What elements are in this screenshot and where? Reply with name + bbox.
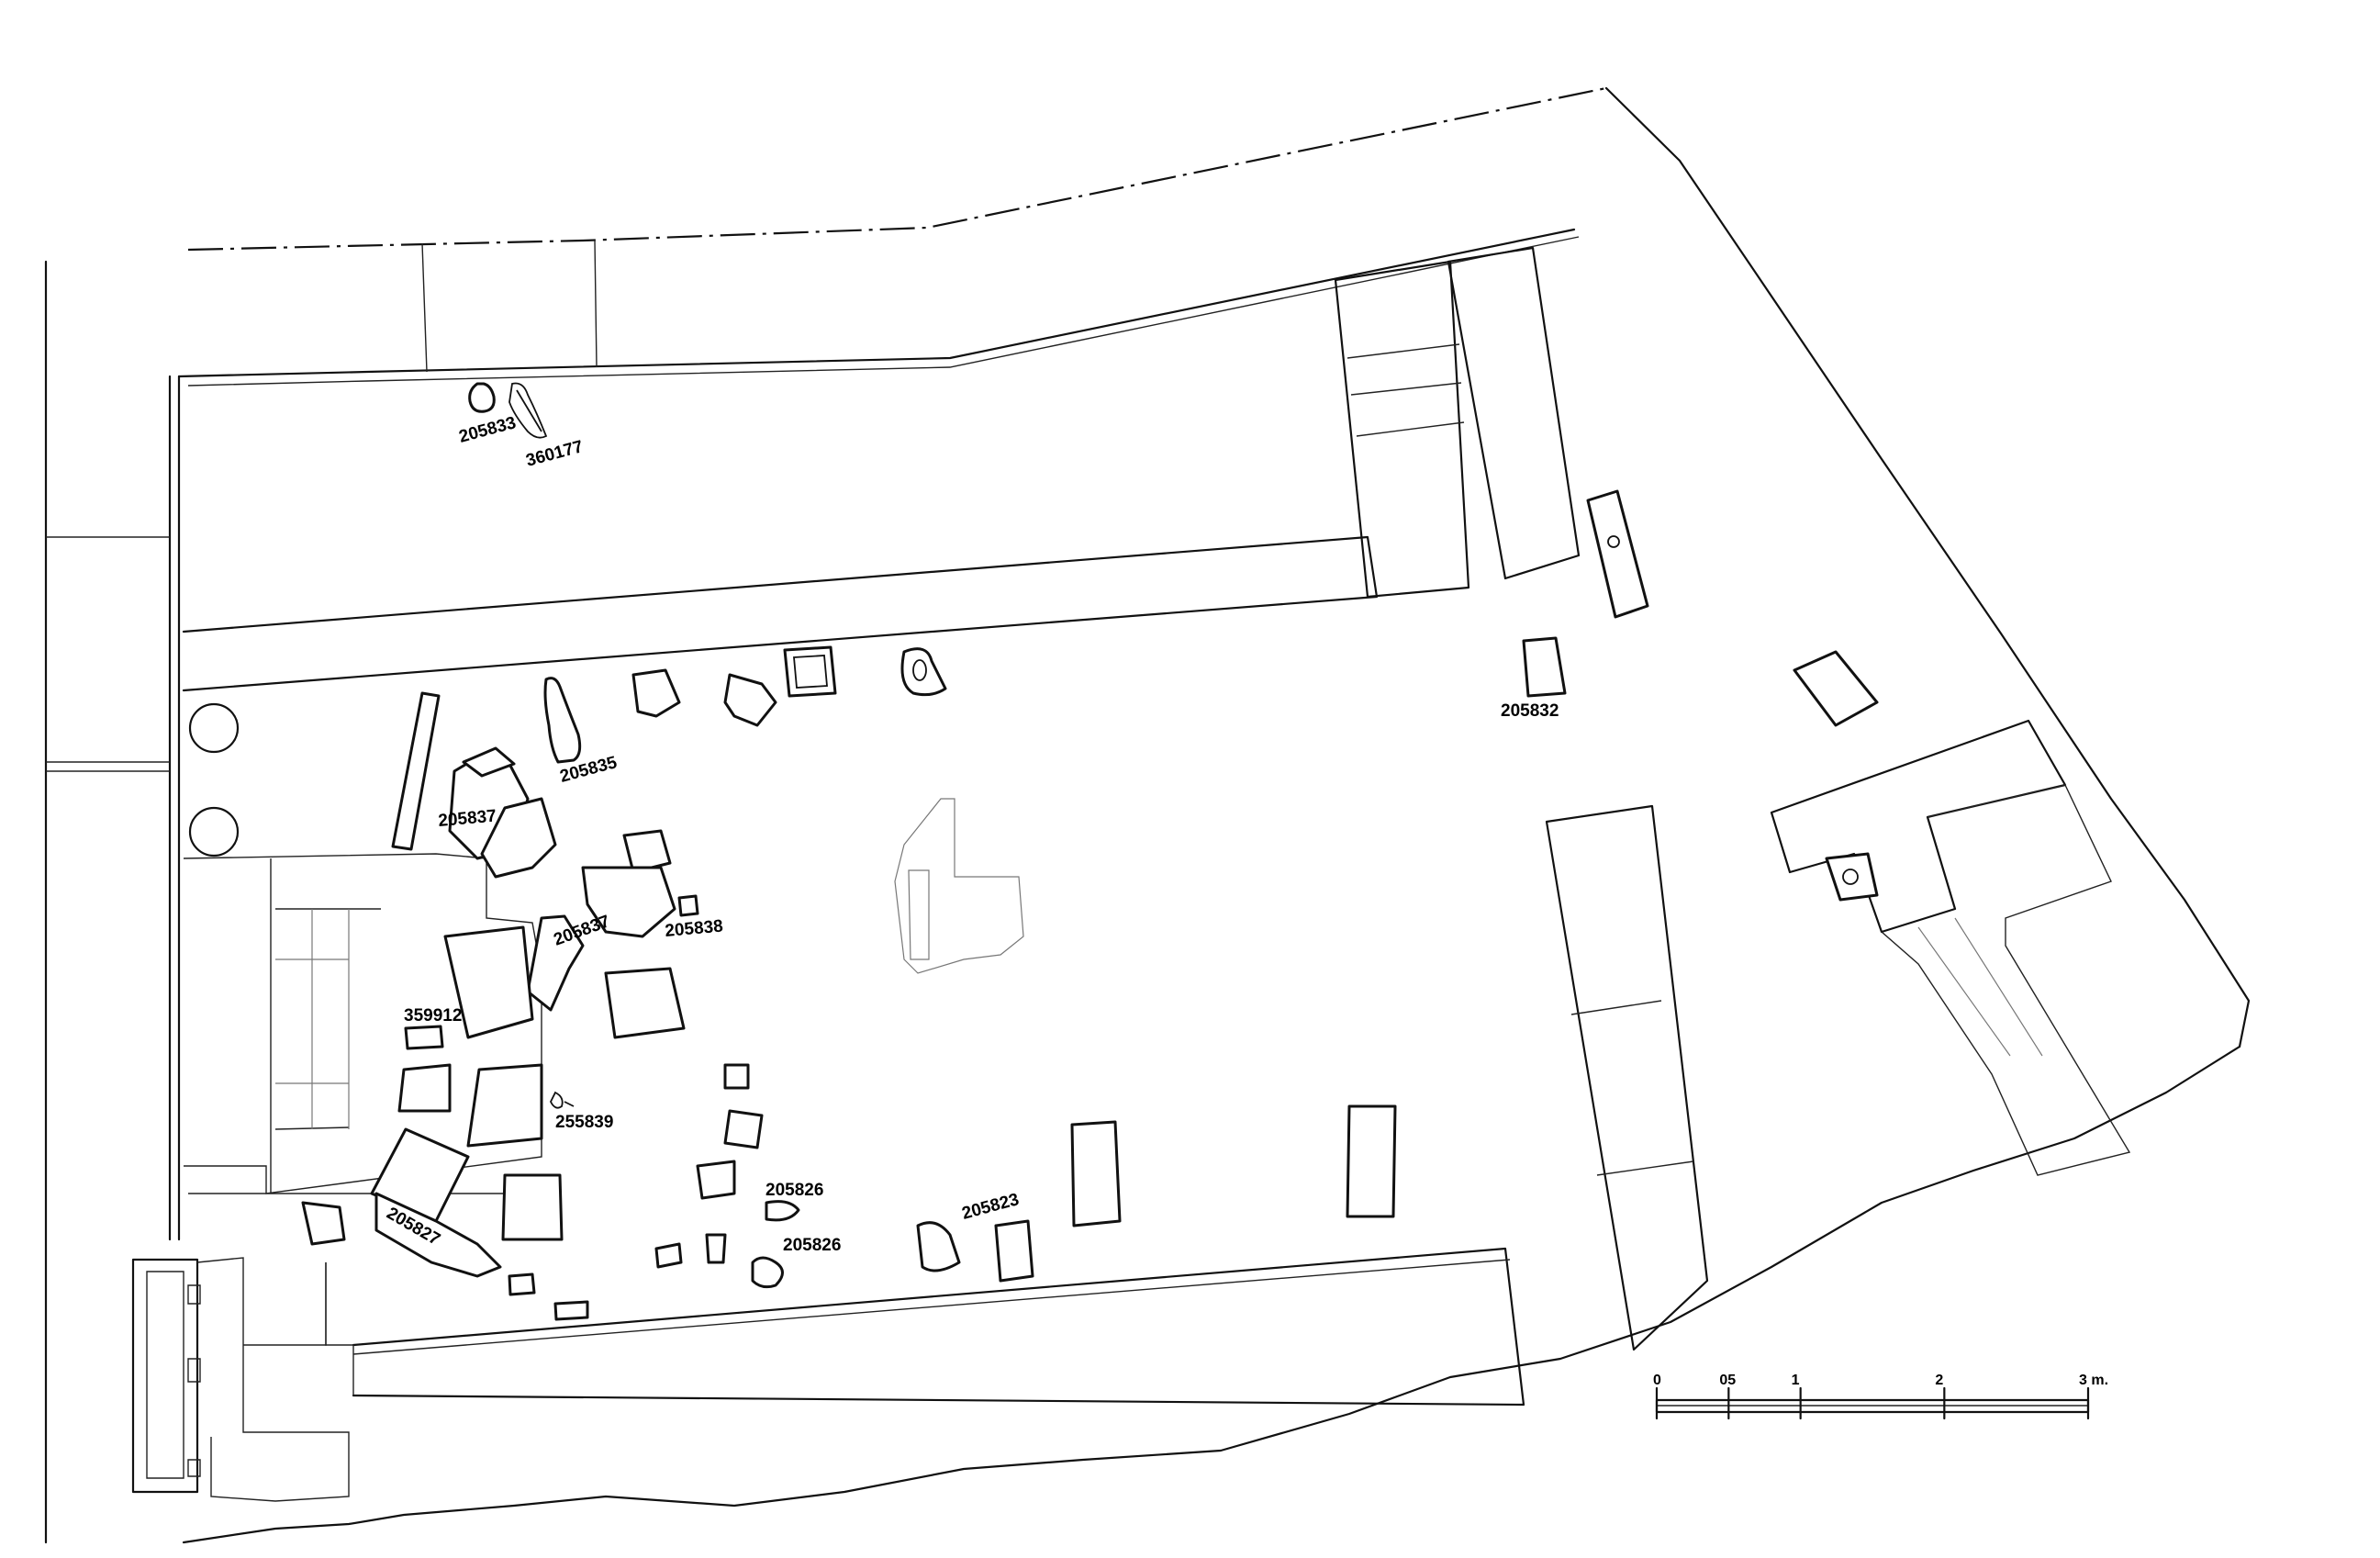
find-205837-slab-d <box>622 829 672 874</box>
find-205837-slab-b <box>480 797 557 879</box>
label-205826-a: 205826 <box>765 1181 823 1200</box>
north-partitions <box>421 240 598 373</box>
find-359912 <box>404 1025 444 1050</box>
find-255839 <box>549 1091 575 1109</box>
east-boundary <box>1604 86 2251 1048</box>
excavation-limit-north <box>187 86 1607 252</box>
label-205823: 205823 <box>960 1190 1022 1224</box>
north-room-wall <box>177 228 1576 378</box>
well-2 <box>188 806 240 857</box>
find-205823-stand <box>994 1219 1034 1283</box>
small-block-b <box>723 1109 764 1149</box>
stela-frame-b <box>466 1063 543 1148</box>
altar-north-3-inner <box>793 655 828 689</box>
offering-table-south-1 <box>1070 1120 1122 1227</box>
find-205827-slab <box>374 1192 502 1278</box>
scale-tick-label: 1 <box>1792 1373 1800 1388</box>
east-annex <box>1881 784 2131 1176</box>
find-205835-figurine <box>543 677 582 764</box>
scale-tick-label: 0 <box>1653 1373 1661 1388</box>
find-360177-figurine <box>508 382 548 439</box>
east-basin-hole <box>1842 869 1859 885</box>
east-basin <box>1825 852 1879 902</box>
north-east-pier-lines <box>1346 343 1465 437</box>
find-205832-stand <box>1522 636 1567 698</box>
find-205826-figurine <box>751 1256 784 1289</box>
label-255839: 255839 <box>555 1113 613 1132</box>
long-offering-table <box>391 691 441 851</box>
label-205833: 205833 <box>457 413 519 447</box>
sw-inner-lines <box>188 858 514 1194</box>
altar-north-2 <box>723 673 777 727</box>
east-incense-stand <box>1793 650 1879 727</box>
label-205826-b: 205826 <box>783 1236 841 1255</box>
small-basin <box>696 1160 736 1200</box>
north-east-pier <box>1334 260 1470 599</box>
sw-entrance-annex-b <box>325 1262 354 1395</box>
small-vessel <box>654 1242 683 1269</box>
small-stand <box>705 1233 727 1264</box>
small-block-a <box>723 1063 750 1090</box>
find-205837-slab-e <box>581 866 676 938</box>
altar-north-3 <box>783 645 837 698</box>
find-205838 <box>677 894 699 917</box>
scale-tick-label: 3 m. <box>2079 1373 2108 1388</box>
ne-offering-table <box>1586 489 1649 619</box>
sw-entrance-pillar <box>131 1258 199 1494</box>
altar-north-1 <box>631 668 681 718</box>
central-deposit <box>894 798 1024 974</box>
scale-bar: 0 05 1 2 3 m. <box>1653 1373 2108 1420</box>
east-annex-dashes <box>1917 917 2043 1057</box>
scale-tick-label: 2 <box>1935 1373 1943 1388</box>
large-stela-frame <box>443 925 534 1039</box>
large-offering-table <box>604 967 686 1039</box>
find-205823-altar <box>916 1221 961 1272</box>
small-pot-b <box>553 1300 589 1321</box>
find-inscribed-slab <box>501 1173 564 1241</box>
east-long-block <box>1545 804 1709 1351</box>
main-hall-south-wall <box>352 1247 1525 1407</box>
find-205837-slab-c <box>462 746 516 778</box>
south-boundary <box>182 1045 2241 1544</box>
main-hall-south-wall-inner <box>352 1259 1511 1355</box>
small-pot-a <box>508 1272 536 1296</box>
find-205826-bowl <box>765 1200 800 1222</box>
find-205827-basin <box>301 1201 346 1246</box>
east-t-structure <box>1770 719 2067 934</box>
north-east-long-block <box>1447 246 1581 580</box>
label-360177: 360177 <box>524 437 586 471</box>
find-205833-jug <box>468 382 496 413</box>
east-long-block-lines <box>1570 1000 1694 1176</box>
altar-north-4-basin <box>912 659 927 681</box>
central-deposit-inner <box>908 869 930 960</box>
label-205838: 205838 <box>665 917 724 941</box>
altar-north-4 <box>900 647 947 697</box>
label-205832: 205832 <box>1501 701 1559 721</box>
main-hall-north-wall <box>182 535 1379 692</box>
offering-table-south-2 <box>1346 1104 1397 1218</box>
sw-entrance-inner <box>146 1271 201 1479</box>
find-near-359912 <box>397 1063 452 1113</box>
well-1 <box>188 702 240 754</box>
west-cross-lines <box>46 536 170 772</box>
label-359912: 359912 <box>404 1006 462 1026</box>
ne-offering-table-basin <box>1607 535 1620 548</box>
north-room-wall-inner <box>187 236 1580 387</box>
sw-dashed-grid <box>275 909 350 1129</box>
scale-tick-label: 05 <box>1719 1373 1736 1388</box>
